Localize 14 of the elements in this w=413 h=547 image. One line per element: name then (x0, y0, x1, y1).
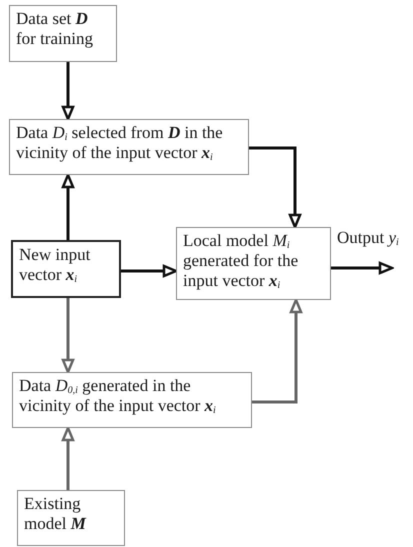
arrow (249, 146, 302, 228)
process-box: Data set D for training (9, 5, 117, 62)
arrow (62, 62, 74, 120)
process-box: New input vector x$_{i}$ (11, 240, 121, 298)
arrow (121, 264, 178, 278)
arrow (62, 426, 74, 490)
arrow (252, 298, 302, 404)
process-box: Data D$_{i}$ selected from D in the vicinity of the input vector x$_{i}$ (9, 119, 249, 175)
process-box: Existing model M (17, 490, 125, 546)
process-box: Local model M$_{i}$ generated for the input vector x$_{i}$ (176, 227, 331, 300)
arrow (62, 174, 74, 240)
arrow (62, 298, 74, 374)
process-box: Data D$_{0,i}$ generated in the vicinity of the input vector x$_{i}$ (12, 372, 252, 428)
arrow (331, 262, 394, 274)
